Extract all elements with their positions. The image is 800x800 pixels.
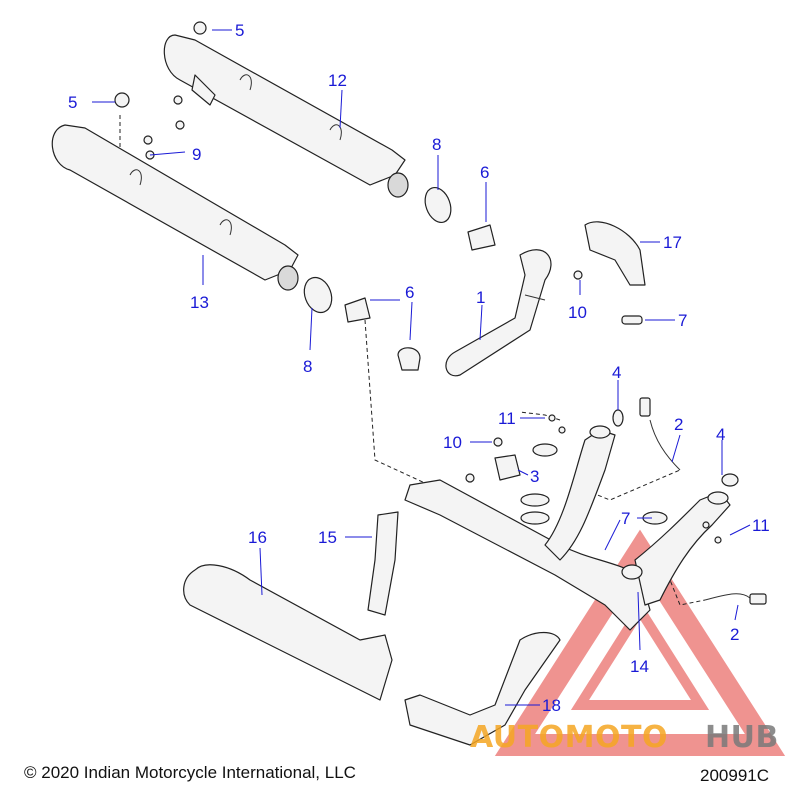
callout-13: 13: [190, 293, 209, 312]
watermark-brand-part1: AUTOMOTO: [470, 720, 668, 755]
callout-11-upper: 11: [498, 409, 516, 428]
clip-7-upper: [621, 315, 643, 325]
callout-4-lower: 4: [716, 425, 725, 444]
callout-2-upper: 2: [674, 415, 683, 434]
callout-6-upper: 6: [480, 163, 489, 182]
callout-15: 15: [318, 528, 337, 547]
watermark-text: AUTOMOTO HUB: [470, 720, 779, 755]
callout-7-lower: 7: [621, 509, 630, 528]
clamp-lower: [344, 297, 421, 371]
callout-18: 18: [542, 696, 561, 715]
head-pipe: [445, 249, 552, 377]
callout-12: 12: [328, 71, 347, 90]
watermark-brand-part2: HUB: [705, 720, 779, 755]
mounting-bracket-3: [494, 454, 521, 481]
gasket-ring-lower: [303, 276, 333, 314]
callout-leaders: [92, 29, 751, 706]
watermark-logo: [494, 529, 786, 756]
muffler-lower: [51, 124, 299, 291]
callout-4-upper: 4: [612, 363, 621, 382]
callout-5-upper: 5: [235, 21, 244, 40]
o2-sensor-2-lower: [704, 593, 767, 605]
callout-8-lower: 8: [303, 357, 312, 376]
callout-8-upper: 8: [432, 135, 441, 154]
callout-1: 1: [476, 288, 485, 307]
callout-10-lower: 10: [443, 433, 462, 452]
watermark-triangle: [494, 529, 786, 756]
figure-id: 200991C: [700, 766, 770, 785]
callout-5-lower: 5: [68, 93, 77, 112]
callout-labels: 5 5 9 12 8 6 13 6 1 10 17 7 8 4 2 4 11 1…: [68, 21, 770, 715]
callout-14: 14: [630, 657, 649, 676]
heat-shield-18: [404, 631, 561, 746]
callout-2-lower: 2: [730, 625, 739, 644]
gasket-ring-upper: [424, 186, 452, 224]
gasket-4-upper: [612, 409, 624, 427]
callout-10-upper: 10: [568, 303, 587, 322]
clamp-mid-hardware: [520, 443, 668, 525]
o2-sensor-2-upper: [639, 397, 681, 471]
callout-6-lower: 6: [405, 283, 414, 302]
copyright-notice: © 2020 Indian Motorcycle International, …: [24, 763, 356, 782]
muffler-upper: [163, 34, 409, 198]
callout-7-upper: 7: [678, 311, 687, 330]
heat-shield-lower: [183, 564, 393, 701]
gasket-4-lower: [721, 473, 739, 487]
header-pipe-assembly: [404, 425, 731, 631]
callout-11-lower: 11: [752, 516, 770, 535]
callout-3: 3: [530, 467, 539, 486]
heat-shield-15: [367, 511, 399, 616]
callout-17: 17: [663, 233, 682, 252]
callout-16: 16: [248, 528, 267, 547]
clamp-upper: [467, 224, 496, 251]
heat-shield-cover: [584, 221, 646, 286]
callout-9: 9: [192, 145, 201, 164]
watermark-inner-triangle: [570, 600, 710, 710]
